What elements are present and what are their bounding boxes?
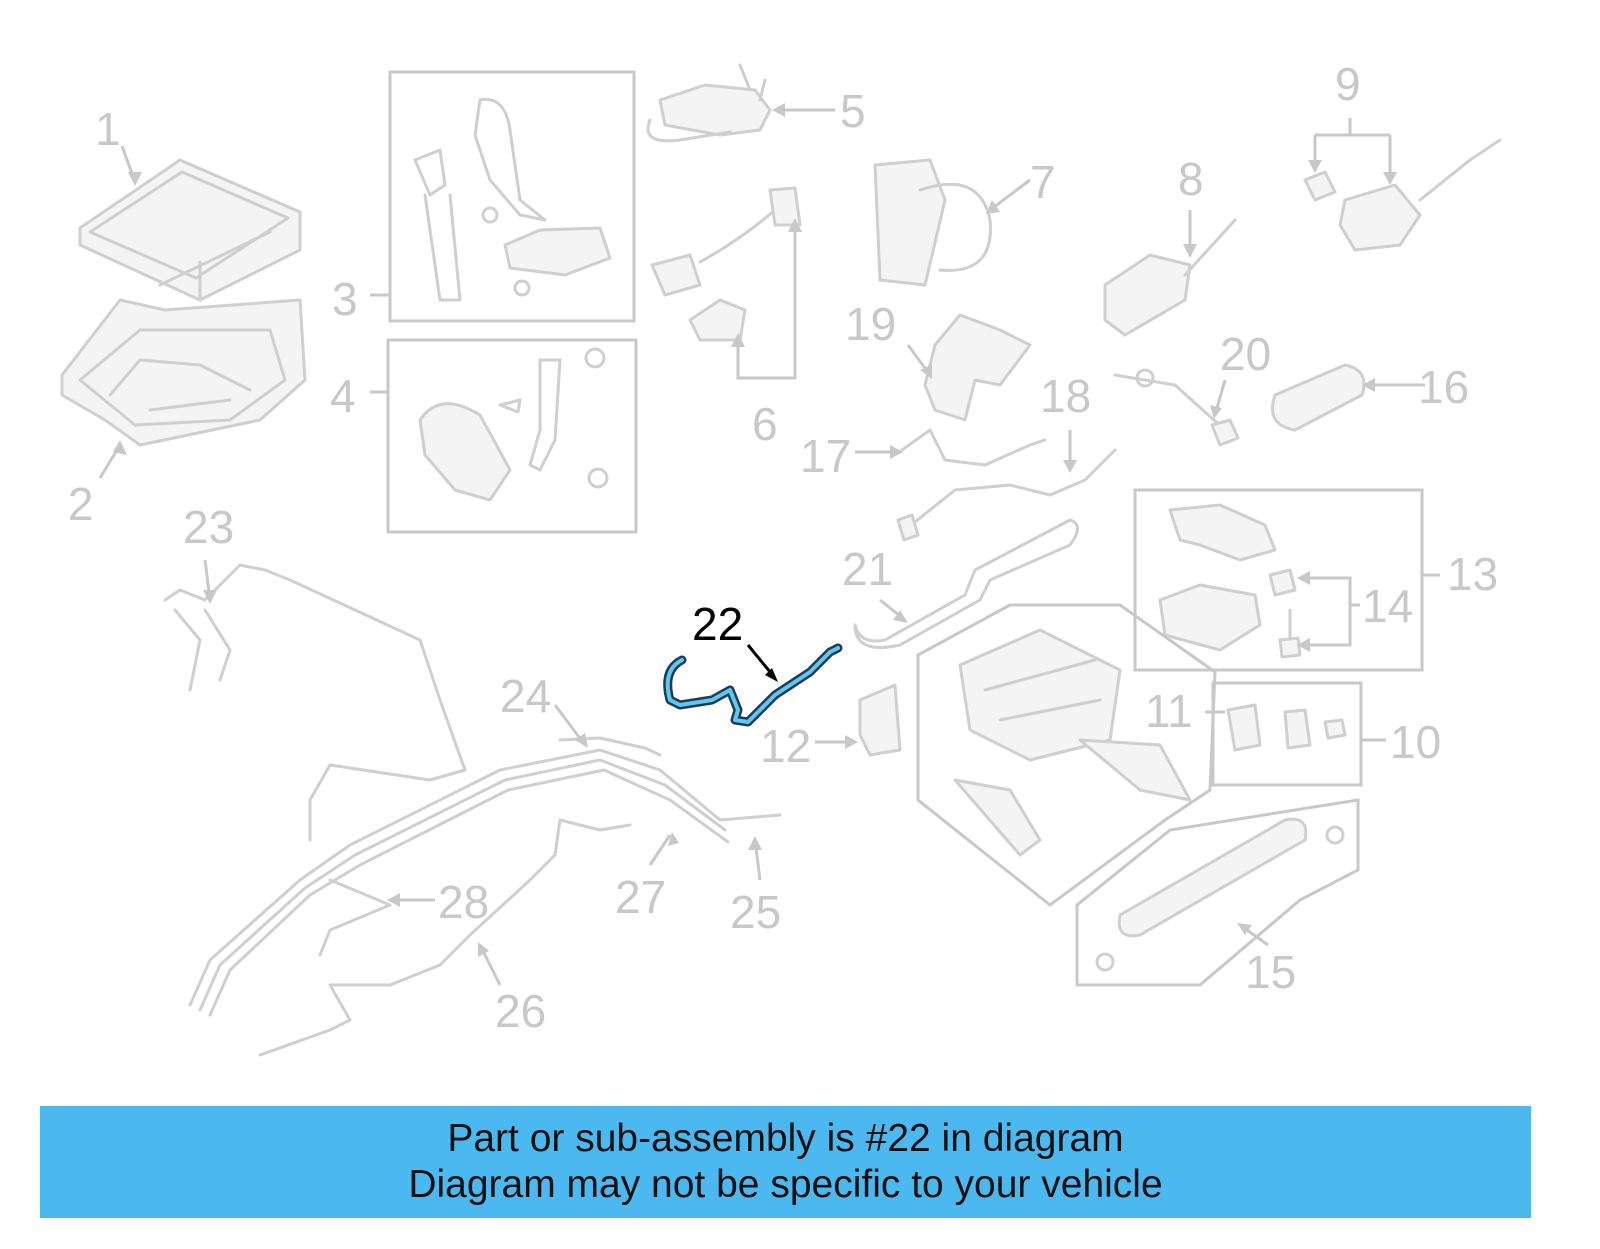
part-1-control-module bbox=[78, 158, 302, 302]
part-21-line bbox=[853, 518, 1079, 649]
group-outline-compressor bbox=[916, 603, 1217, 907]
label-14: 14 bbox=[1362, 580, 1413, 632]
part-20-fitting bbox=[1113, 368, 1240, 447]
part-14-bolt bbox=[1268, 568, 1302, 659]
part-23-line bbox=[163, 563, 467, 842]
part-labels: 1 2 3 4 5 6 7 8 9 10 11 12 13 14 15 16 1… bbox=[68, 58, 1498, 1037]
label-5: 5 bbox=[840, 85, 866, 137]
part-4-level-sensor bbox=[418, 347, 609, 502]
label-18: 18 bbox=[1040, 370, 1091, 422]
part-6-sensor-wire bbox=[650, 186, 802, 342]
label-8: 8 bbox=[1178, 153, 1204, 205]
label-1: 1 bbox=[95, 103, 121, 155]
label-20: 20 bbox=[1220, 328, 1271, 380]
label-27: 27 bbox=[615, 871, 666, 923]
label-26: 26 bbox=[495, 985, 546, 1037]
label-9: 9 bbox=[1335, 58, 1361, 110]
group-box-13 bbox=[1133, 488, 1424, 672]
label-15: 15 bbox=[1245, 946, 1296, 998]
label-28: 28 bbox=[438, 876, 489, 928]
part-16-filter bbox=[1271, 363, 1366, 432]
part-18-line bbox=[896, 448, 1117, 542]
part-10-mounts bbox=[1226, 703, 1347, 752]
banner-line-1: Part or sub-assembly is #22 in diagram bbox=[447, 1117, 1124, 1160]
label-23: 23 bbox=[183, 501, 234, 553]
label-22-highlighted: 22 bbox=[692, 598, 743, 650]
part-2-bracket bbox=[60, 298, 307, 447]
part-compressor bbox=[953, 628, 1192, 857]
label-16: 16 bbox=[1418, 361, 1469, 413]
part-15-reservoir bbox=[1095, 817, 1345, 972]
part-13-bracket bbox=[1158, 503, 1277, 652]
label-25: 25 bbox=[730, 886, 781, 938]
label-19: 19 bbox=[845, 298, 896, 350]
part-9-sensor bbox=[1303, 138, 1502, 252]
group-box-4 bbox=[386, 338, 638, 534]
part-17-line bbox=[900, 428, 1047, 467]
label-10: 10 bbox=[1390, 716, 1441, 768]
part-8-sensor bbox=[1103, 218, 1237, 337]
part-12-bracket bbox=[858, 683, 902, 757]
label-2: 2 bbox=[68, 478, 94, 530]
part-5-connector bbox=[646, 63, 772, 143]
group-outline-15 bbox=[1075, 798, 1360, 987]
leader-arrowhead-22 bbox=[765, 668, 778, 682]
label-3: 3 bbox=[332, 273, 358, 325]
label-17: 17 bbox=[800, 430, 851, 482]
part-7-valve bbox=[873, 158, 992, 287]
label-11: 11 bbox=[1145, 685, 1193, 737]
label-24: 24 bbox=[500, 670, 551, 722]
label-4: 4 bbox=[330, 370, 356, 422]
part-19-bracket bbox=[923, 313, 1032, 422]
part-22-highlighted-line bbox=[663, 643, 843, 727]
leader-arrowheads bbox=[113, 103, 1397, 957]
label-12: 12 bbox=[760, 720, 811, 772]
leader-lines bbox=[98, 108, 1440, 986]
part-3-level-sensor bbox=[413, 97, 612, 302]
label-13: 13 bbox=[1447, 548, 1498, 600]
label-6: 6 bbox=[752, 398, 778, 450]
group-box-3 bbox=[388, 70, 636, 323]
banner-line-2: Diagram may not be specific to your vehi… bbox=[408, 1163, 1163, 1206]
label-7: 7 bbox=[1030, 156, 1056, 208]
label-21: 21 bbox=[842, 543, 893, 595]
info-banner: Part or sub-assembly is #22 in diagram D… bbox=[40, 1106, 1531, 1218]
